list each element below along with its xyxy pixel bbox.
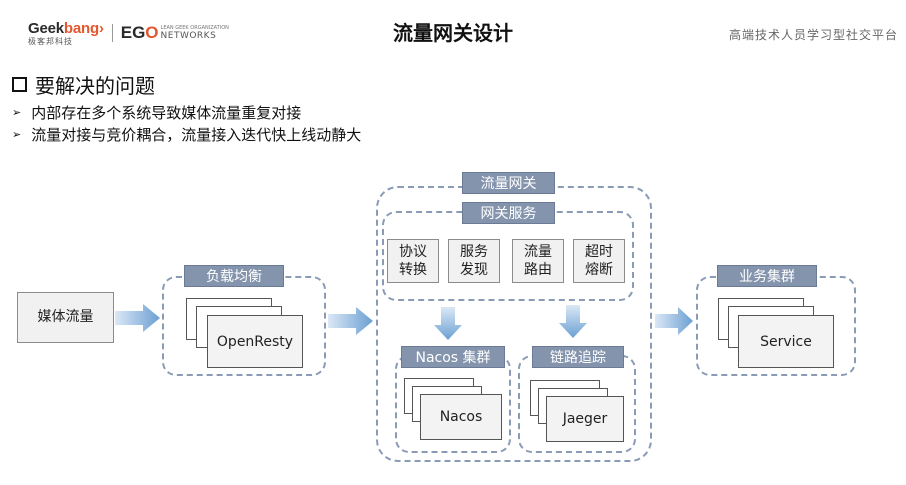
arrow-right-icon <box>115 304 160 332</box>
problem-bullet-text: 流量对接与竞价耦合，流量接入迭代快上线动静大 <box>31 126 362 144</box>
geekbang-logo-accent: bang <box>63 19 99 37</box>
tile-label: 流量 路由 <box>524 243 552 278</box>
arrow-down-icon <box>434 307 462 340</box>
media-traffic-box: 媒体流量 <box>17 292 114 343</box>
gateway-service-tag: 网关服务 <box>462 202 555 224</box>
ego-logo-accent: O <box>145 23 159 42</box>
openresty-label: OpenResty <box>216 333 294 350</box>
media-traffic-label: 媒体流量 <box>37 308 94 325</box>
arrow-down-icon <box>559 305 587 338</box>
arrow-right-icon <box>655 307 693 335</box>
nacos-cluster-tag: Nacos 集群 <box>401 346 505 368</box>
arrow-bullet-icon: ➢ <box>12 128 22 141</box>
problem-bullet: ➢ 流量对接与竞价耦合，流量接入迭代快上线动静大 <box>12 124 361 145</box>
square-bullet-icon <box>12 77 27 92</box>
ego-logo-small: LEAN GEEK ORGANIZATION <box>160 24 229 31</box>
timeout-breaker-tile: 超时 熔断 <box>573 239 625 283</box>
traffic-routing-tile: 流量 路由 <box>512 239 564 283</box>
arrow-bullet-icon: ➢ <box>12 106 22 119</box>
nacos-label: Nacos <box>439 409 483 425</box>
chevron-right-icon: › <box>98 19 104 37</box>
page-title: 流量网关设计 <box>393 21 513 45</box>
geekbang-logo-subtitle: 极客邦科技 <box>28 36 73 46</box>
tile-label: 协议 转换 <box>399 243 427 278</box>
geekbang-logo: Geekbang› 极客邦科技 <box>28 21 104 46</box>
tile-label: 超时 熔断 <box>585 243 613 278</box>
service-label: Service <box>760 333 812 350</box>
problem-bullet: ➢ 内部存在多个系统导致媒体流量重复对接 <box>12 102 301 123</box>
protocol-convert-tile: 协议 转换 <box>387 239 439 283</box>
ego-logo-text: EG <box>120 23 146 42</box>
ego-logo: EGO LEAN GEEK ORGANIZATION NETWORKS <box>121 23 229 43</box>
problem-heading-text: 要解决的问题 <box>35 74 155 98</box>
service-discovery-tile: 服务 发现 <box>448 239 500 283</box>
ego-logo-networks: NETWORKS <box>160 30 217 41</box>
logo-divider <box>111 24 113 42</box>
tracing-tag: 链路追踪 <box>532 346 624 368</box>
traffic-gateway-tag: 流量网关 <box>462 172 555 194</box>
service-node: Service <box>738 315 834 368</box>
jaeger-node: Jaeger <box>546 396 624 442</box>
nacos-node: Nacos <box>420 394 502 440</box>
arrow-right-icon <box>328 307 373 335</box>
slogan: 高端技术人员学习型社交平台 <box>728 28 898 42</box>
geekbang-logo-text: Geek <box>28 19 64 37</box>
openresty-node: OpenResty <box>207 315 303 368</box>
logo: Geekbang› 极客邦科技 EGO LEAN GEEK ORGANIZATI… <box>28 20 229 46</box>
tile-label: 服务 发现 <box>460 243 488 278</box>
problem-bullet-text: 内部存在多个系统导致媒体流量重复对接 <box>31 104 302 122</box>
business-cluster-tag: 业务集群 <box>717 265 817 287</box>
load-balance-tag: 负载均衡 <box>184 265 284 287</box>
problem-heading: 要解决的问题 <box>12 70 155 99</box>
jaeger-label: Jaeger <box>562 411 608 427</box>
